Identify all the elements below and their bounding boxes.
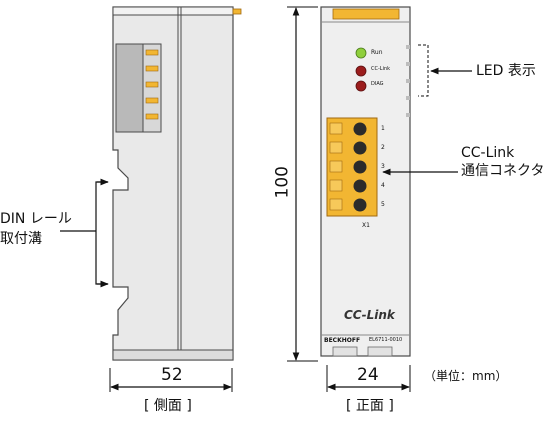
pin-number: 2 (381, 144, 385, 151)
front-side-notch (406, 45, 410, 49)
model-label: EL6711-0010 (369, 337, 403, 343)
front-side-notch (406, 62, 410, 66)
front-height-label: 100 (272, 166, 293, 199)
connector-hole (353, 160, 367, 174)
side-connector-pin (145, 113, 159, 120)
led-label-cc-link: CC-Link (371, 66, 391, 72)
led-bracket (418, 44, 429, 97)
front-side-notch (406, 96, 410, 100)
brand-label: BECKHOFF (324, 337, 361, 344)
led-label-diag: DIAG (371, 81, 384, 87)
connector-release (329, 141, 343, 154)
connector-release (329, 198, 343, 211)
din-bracket (95, 181, 108, 285)
side-orange-tab (232, 8, 242, 15)
side-connector-pin (145, 65, 159, 72)
connector-release (329, 179, 343, 192)
connector-id: X1 (362, 222, 370, 229)
front-bottom-foot (367, 346, 393, 357)
connector-release (329, 122, 343, 135)
front-view-caption: [ 正面 ] (346, 398, 394, 414)
side-top-strip (112, 6, 234, 16)
connector-hole (353, 198, 367, 212)
din-label-line2: 取付溝 (0, 231, 42, 247)
side-connector-pin (145, 81, 159, 88)
led-diag (355, 80, 367, 92)
led-label-run: Run (371, 49, 383, 56)
side-view-caption: [ 側面 ] (144, 398, 192, 414)
front-bottom-foot (332, 346, 358, 357)
front-width-label: 24 (357, 365, 379, 385)
pin-number: 5 (381, 201, 385, 208)
pin-number: 3 (381, 163, 385, 170)
front-side-notch (406, 113, 410, 117)
side-view (60, 6, 242, 392)
connector-hole (353, 141, 367, 155)
unit-note: （単位：mm） (424, 369, 508, 383)
side-bottom-strip (112, 349, 234, 361)
connector-hole (353, 179, 367, 193)
front-side-notch (406, 79, 410, 83)
front-top-latch (332, 8, 400, 20)
connector-callout-line2: 通信コネクタ (461, 163, 545, 179)
cc-link-logo: CC-Link (344, 308, 395, 322)
pin-number: 1 (381, 125, 385, 132)
led-run (355, 47, 367, 59)
led-cc-link (355, 65, 367, 77)
led-callout-label: LED 表示 (476, 63, 536, 79)
side-connector-block (115, 43, 145, 133)
connector-release (329, 160, 343, 173)
side-width-label: 52 (161, 365, 183, 385)
side-connector-pin (145, 97, 159, 104)
connector-hole (353, 122, 367, 136)
side-connector-pin (145, 49, 159, 56)
pin-number: 4 (381, 182, 385, 189)
front-view (287, 6, 472, 392)
connector-callout-line1: CC-Link (461, 145, 515, 161)
din-label-line1: DIN レール (0, 211, 72, 227)
